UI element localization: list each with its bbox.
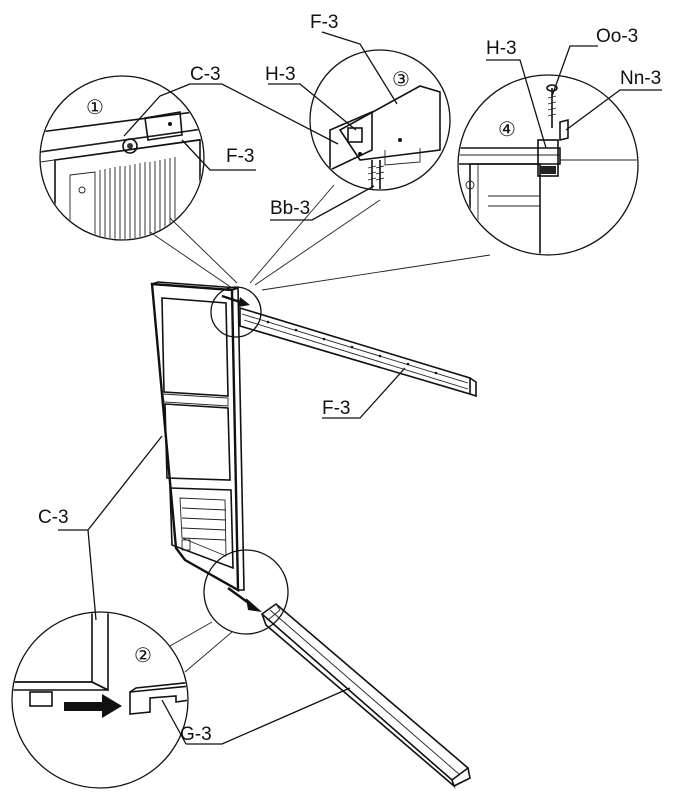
zoom-circle-top	[210, 286, 262, 338]
label-c3-top: C-3	[190, 64, 221, 85]
label-g3: G-3	[180, 724, 212, 745]
detail-2-connector-lines	[169, 621, 233, 673]
slide-arrow-top	[221, 294, 250, 307]
detail-connector-lines	[149, 184, 491, 291]
step-number-3: ③	[392, 69, 410, 91]
label-h3-detail4: H-3	[486, 38, 517, 59]
top-rail-f3	[239, 306, 477, 398]
detail-circle-3: ③	[309, 49, 451, 191]
label-h3-detail3: H-3	[265, 64, 296, 85]
slide-arrow-bottom	[227, 587, 262, 612]
detail-circle-2: ②	[11, 611, 189, 789]
step-number-4: ④	[498, 119, 516, 141]
detail-circle-1: ①	[39, 75, 205, 241]
screen-door	[150, 281, 245, 593]
label-oo3: Oo-3	[596, 26, 638, 47]
label-f3-rail: F-3	[322, 398, 351, 419]
step-number-1: ①	[86, 97, 104, 119]
label-bb3: Bb-3	[270, 198, 310, 219]
label-nn3: Nn-3	[620, 68, 661, 89]
slide-arrow-detail-2	[64, 694, 122, 718]
part-labels: F-3 C-3 H-3 F-3 Bb-3 H-3 Oo-3 Nn-3 F-3 C…	[38, 12, 661, 745]
leader-lines	[58, 31, 662, 745]
zoom-circle-bottom	[203, 549, 289, 635]
label-f3-detail1: F-3	[226, 146, 255, 167]
label-c3-left: C-3	[38, 507, 69, 528]
label-f3-top: F-3	[310, 12, 339, 33]
step-number-2: ②	[134, 645, 152, 667]
detail-circle-4: ④	[457, 74, 639, 256]
bottom-rail-g3	[260, 602, 471, 789]
